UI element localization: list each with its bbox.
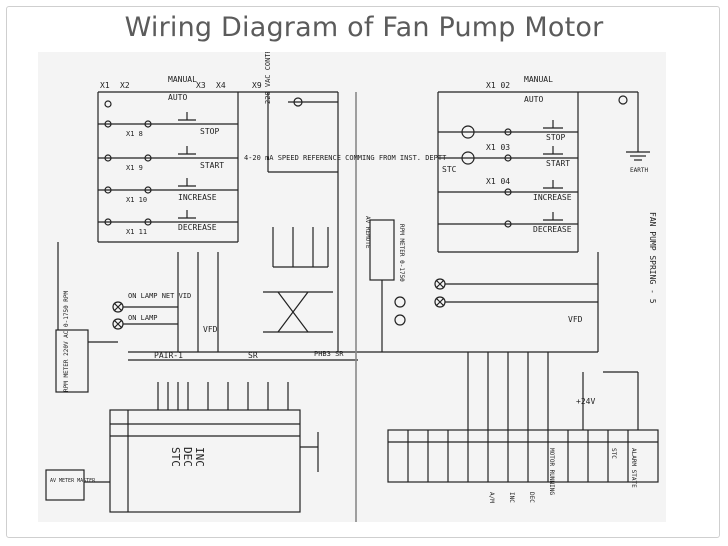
right-terminal-3: X1 04 xyxy=(486,177,510,186)
slide-frame xyxy=(6,6,720,538)
lamp-label-2: ON LAMP xyxy=(128,314,158,322)
strip-motor-running-label: MOTOR RUNNING xyxy=(548,448,555,495)
left-row-terminal-3: X1 10 xyxy=(126,196,147,204)
left-row-terminal-4: X1 11 xyxy=(126,228,147,236)
strip-dec-label: DEC xyxy=(528,492,535,503)
stc-label: STC xyxy=(169,447,182,467)
left-row-terminal-1: X1 8 xyxy=(126,130,143,138)
pair-label: PAIR-1 xyxy=(154,351,183,360)
strip-am-label: A/M xyxy=(488,492,495,503)
av-meter-label: AV METER MASTER xyxy=(50,478,96,484)
right-auto-label: AUTO xyxy=(524,95,543,104)
left-terminal-x1: X1 xyxy=(100,81,110,90)
dec-label: DEC xyxy=(181,447,194,467)
left-stop-label: STOP xyxy=(200,127,219,136)
right-increase-label: INCREASE xyxy=(533,193,572,202)
fan-pump-side-label: FAN PUMP SPRING - 5 xyxy=(648,212,657,304)
slide-title: Wiring Diagram of Fan Pump Motor xyxy=(124,12,604,43)
strip-alarm-label: ALARM STATE xyxy=(630,448,637,488)
av-remote-label: AV REMOTE xyxy=(364,216,371,249)
right-terminal-2: X1 03 xyxy=(486,143,510,152)
strip-inc-label: INC xyxy=(508,492,515,503)
right-start-label: START xyxy=(546,159,570,168)
left-start-label: START xyxy=(200,161,224,170)
lamp-label-1: ON LAMP NET VID xyxy=(128,292,191,300)
left-terminal-x4: X4 xyxy=(216,81,226,90)
left-decrease-label: DECREASE xyxy=(178,223,217,232)
left-increase-label: INCREASE xyxy=(178,193,217,202)
right-decrease-label: DECREASE xyxy=(533,225,572,234)
left-vfd-label: VFD xyxy=(203,325,218,334)
left-terminal-x2: X2 xyxy=(120,81,130,90)
phase-label: PHB3 SR xyxy=(314,350,344,358)
left-terminal-x3: X3 xyxy=(196,81,206,90)
left-terminal-x9: X9 xyxy=(252,81,262,90)
plus-24v-label: +24V xyxy=(576,397,595,406)
right-rpm-meter-label: RPM METER 0-1750 xyxy=(398,224,405,282)
right-stc-label: STC xyxy=(442,165,457,174)
strip-stc-label: STC xyxy=(610,448,617,459)
wiring-diagram-sheet: MANUAL AUTO X1 X2 X3 X4 X9 220 VAC CONTR… xyxy=(38,52,666,522)
earth-label: EARTH xyxy=(630,167,648,174)
wiring-diagram: MANUAL AUTO X1 X2 X3 X4 X9 220 VAC CONTR… xyxy=(45,52,659,522)
left-rpm-meter-label: RPM METER 220V AC 0-1750 RPM xyxy=(63,290,70,392)
right-vfd-label: VFD xyxy=(568,315,583,324)
left-row-terminal-2: X1 9 xyxy=(126,164,143,172)
speed-reference-note: 4-20 mA SPEED REFERENCE COMMING FROM INS… xyxy=(244,154,447,162)
right-stop-label: STOP xyxy=(546,133,565,142)
left-auto-label: AUTO xyxy=(168,93,187,102)
right-terminal-1: X1 02 xyxy=(486,81,510,90)
supply-label: 220 VAC CONTROL SUPPLY xyxy=(264,52,272,104)
inc-label: INC xyxy=(193,447,206,467)
sr-label: SR xyxy=(248,351,258,360)
left-manual-label: MANUAL xyxy=(168,75,197,84)
right-manual-label: MANUAL xyxy=(524,75,553,84)
